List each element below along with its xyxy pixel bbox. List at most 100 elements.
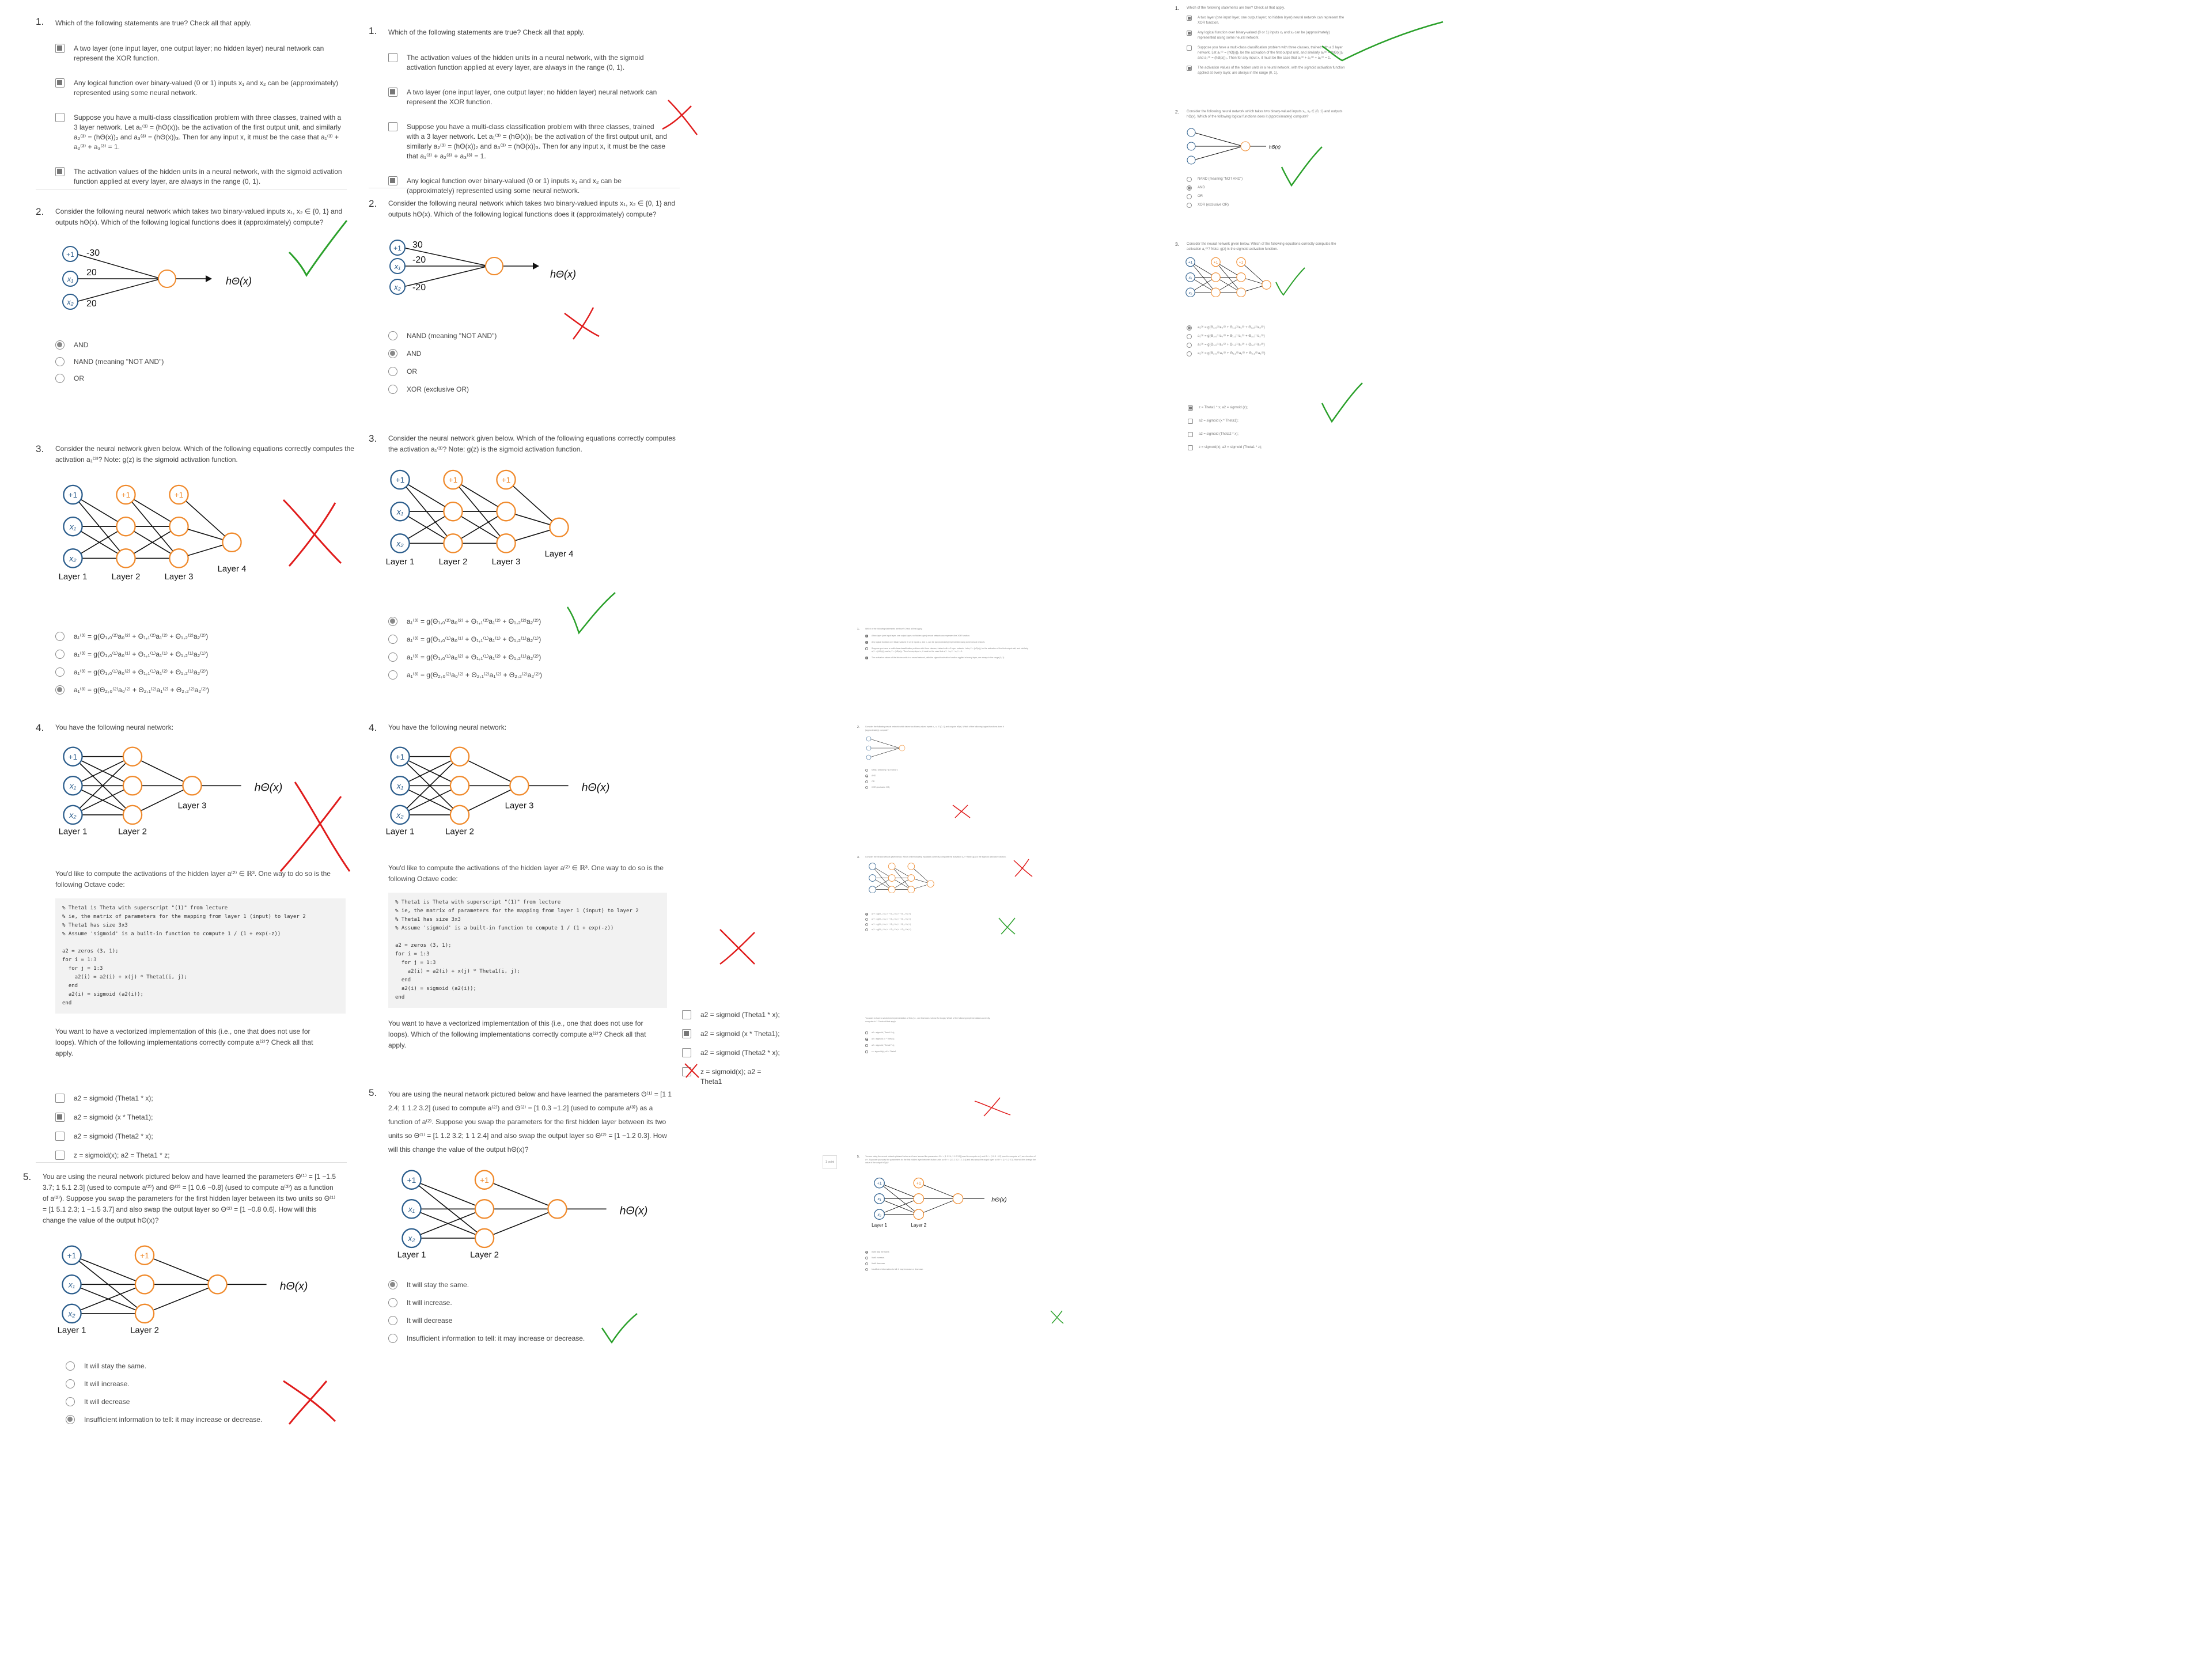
option-row[interactable]: A two layer (one input layer, one output… (388, 88, 668, 107)
checkbox[interactable] (1187, 16, 1192, 21)
option-row[interactable]: AND (388, 349, 691, 359)
option-row[interactable]: a₁⁽³⁾ = g(Θ₁,₀⁽¹⁾a₀⁽²⁾ + Θ₁,₁⁽¹⁾a₁⁽²⁾ + … (865, 923, 1007, 926)
option-row[interactable]: Any logical function over binary-valued … (865, 640, 1030, 644)
option-row[interactable]: Any logical function over binary-valued … (388, 176, 668, 196)
checkbox[interactable] (865, 1038, 868, 1041)
radio-button[interactable] (1187, 351, 1192, 356)
option-row[interactable]: Any logical function over binary-valued … (1187, 31, 1348, 41)
option-row[interactable]: Insufficient information to tell: it may… (66, 1415, 357, 1425)
radio-button[interactable] (388, 670, 397, 680)
option-row[interactable]: OR (1187, 194, 1348, 199)
option-row[interactable]: XOR (exclusive OR) (865, 786, 1007, 789)
checkbox[interactable] (1188, 445, 1193, 450)
option-row[interactable]: a₁⁽³⁾ = g(Θ₁,₀⁽¹⁾a₀⁽²⁾ + Θ₁,₁⁽¹⁾a₁⁽²⁾ + … (55, 667, 358, 677)
option-row[interactable]: XOR (exclusive OR) (1187, 203, 1348, 208)
checkbox[interactable] (1187, 45, 1192, 51)
option-row[interactable]: a2 = sigmoid (Theta2 * x); (865, 1044, 1030, 1047)
checkbox[interactable] (55, 1094, 65, 1103)
checkbox[interactable] (388, 53, 397, 62)
option-row[interactable]: NAND (meaning "NOT AND") (865, 769, 1007, 772)
option-row[interactable]: It will decrease (66, 1397, 357, 1407)
radio-button[interactable] (1187, 334, 1192, 339)
option-row[interactable]: NAND (meaning "NOT AND") (1187, 177, 1348, 182)
radio-button[interactable] (865, 769, 868, 772)
option-row[interactable]: Insufficient information to tell: it may… (388, 1334, 714, 1344)
radio-button[interactable] (865, 917, 868, 921)
option-row[interactable]: a₁⁽³⁾ = g(Θ₁,₀⁽¹⁾a₀⁽¹⁾ + Θ₁,₁⁽¹⁾a₁⁽¹⁾ + … (865, 917, 1007, 921)
option-row[interactable]: a₁⁽³⁾ = g(Θ₁,₀⁽¹⁾a₀⁽¹⁾ + Θ₁,₁⁽¹⁾a₁⁽¹⁾ + … (388, 635, 691, 644)
option-row[interactable]: It will increase. (66, 1379, 357, 1389)
option-row[interactable]: OR (865, 780, 1007, 783)
option-row[interactable]: a2 = sigmoid (Theta1 * x); (865, 1031, 1030, 1034)
option-row[interactable]: z = sigmoid(x); a2 = Theta1 * z; (55, 1151, 358, 1160)
option-row[interactable]: Any logical function over binary-valued … (55, 78, 347, 98)
option-row[interactable]: OR (388, 367, 691, 377)
radio-button[interactable] (388, 1298, 397, 1307)
checkbox[interactable] (55, 1151, 65, 1160)
option-row[interactable]: z = sigmoid(x); a2 = Theta1 (682, 1067, 783, 1087)
option-row[interactable]: a₁⁽³⁾ = g(Θ₂,₀⁽²⁾a₀⁽²⁾ + Θ₂,₁⁽²⁾a₁⁽²⁾ + … (865, 928, 1007, 931)
radio-button[interactable] (55, 685, 65, 695)
radio-button[interactable] (388, 367, 397, 376)
radio-button[interactable] (1187, 177, 1192, 182)
option-row[interactable]: Insufficient information to tell: it may… (865, 1268, 1076, 1271)
option-row[interactable]: AND (865, 775, 1007, 777)
option-row[interactable]: a₁⁽³⁾ = g(Θ₁,₀⁽²⁾a₀⁽²⁾ + Θ₁,₁⁽²⁾a₁⁽²⁾ + … (1187, 325, 1348, 331)
option-row[interactable]: It will increase. (865, 1256, 1076, 1259)
option-row[interactable]: z = Theta1 * x; a2 = sigmoid (z); (1188, 405, 1262, 411)
option-row[interactable]: NAND (meaning "NOT AND") (55, 357, 358, 367)
radio-button[interactable] (388, 1334, 397, 1343)
option-row[interactable]: a2 = sigmoid (Theta1 * x); (55, 1094, 358, 1103)
radio-button[interactable] (66, 1379, 75, 1388)
option-row[interactable]: XOR (exclusive OR) (388, 385, 691, 394)
radio-button[interactable] (55, 357, 65, 366)
radio-button[interactable] (865, 928, 868, 931)
radio-button[interactable] (388, 617, 397, 626)
radio-button[interactable] (388, 1316, 397, 1325)
radio-button[interactable] (388, 331, 397, 340)
option-row[interactable]: The activation values of the hidden unit… (55, 167, 347, 187)
checkbox[interactable] (1187, 31, 1192, 36)
checkbox[interactable] (1188, 432, 1193, 437)
checkbox[interactable] (55, 113, 65, 122)
option-row[interactable]: It will decrease (388, 1316, 714, 1326)
radio-button[interactable] (55, 650, 65, 659)
radio-button[interactable] (66, 1361, 75, 1371)
option-row[interactable]: AND (55, 340, 358, 350)
checkbox[interactable] (682, 1010, 691, 1019)
option-row[interactable]: a₁⁽³⁾ = g(Θ₁,₀⁽²⁾a₀⁽²⁾ + Θ₁,₁⁽²⁾a₁⁽²⁾ + … (865, 912, 1007, 916)
option-row[interactable]: Suppose you have a multi-class classific… (1187, 45, 1348, 61)
checkbox[interactable] (865, 1031, 868, 1034)
option-row[interactable]: a₁⁽³⁾ = g(Θ₁,₀⁽¹⁾a₀⁽¹⁾ + Θ₁,₁⁽¹⁾a₁⁽¹⁾ + … (1187, 334, 1348, 339)
radio-button[interactable] (1187, 343, 1192, 348)
checkbox[interactable] (55, 78, 65, 88)
option-row[interactable]: The activation values of the hidden unit… (1187, 66, 1348, 76)
checkbox[interactable] (1188, 405, 1193, 411)
checkbox[interactable] (865, 1050, 868, 1053)
radio-button[interactable] (865, 1256, 868, 1259)
option-row[interactable]: a2 = sigmoid (x * Theta1); (682, 1029, 783, 1039)
option-row[interactable]: a₁⁽³⁾ = g(Θ₁,₀⁽¹⁾a₀⁽²⁾ + Θ₁,₁⁽¹⁾a₁⁽²⁾ + … (388, 652, 691, 662)
radio-button[interactable] (1187, 185, 1192, 191)
checkbox[interactable] (865, 634, 868, 638)
checkbox[interactable] (388, 122, 397, 131)
radio-button[interactable] (865, 1262, 868, 1265)
checkbox[interactable] (1187, 66, 1192, 71)
option-row[interactable]: a2 = sigmoid (Theta2 * x); (1188, 432, 1262, 437)
radio-button[interactable] (388, 652, 397, 662)
radio-button[interactable] (55, 667, 65, 677)
option-row[interactable]: Suppose you have a multi-class classific… (55, 113, 347, 152)
checkbox[interactable] (55, 167, 65, 176)
option-row[interactable]: It will increase. (388, 1298, 714, 1308)
option-row[interactable]: NAND (meaning "NOT AND") (388, 331, 691, 341)
option-row[interactable]: a₁⁽³⁾ = g(Θ₁,₀⁽²⁾a₀⁽²⁾ + Θ₁,₁⁽²⁾a₁⁽²⁾ + … (388, 617, 691, 627)
checkbox[interactable] (865, 647, 868, 650)
option-row[interactable]: A two layer (one input layer, one output… (865, 634, 1030, 638)
checkbox[interactable] (865, 656, 868, 659)
option-row[interactable]: A two layer (one input layer, one output… (55, 44, 347, 63)
radio-button[interactable] (865, 1250, 868, 1254)
option-row[interactable]: It will stay the same. (388, 1280, 714, 1290)
option-row[interactable]: a₁⁽³⁾ = g(Θ₁,₀⁽²⁾a₀⁽²⁾ + Θ₁,₁⁽²⁾a₁⁽²⁾ + … (55, 632, 358, 642)
radio-button[interactable] (388, 1280, 397, 1289)
radio-button[interactable] (55, 632, 65, 641)
